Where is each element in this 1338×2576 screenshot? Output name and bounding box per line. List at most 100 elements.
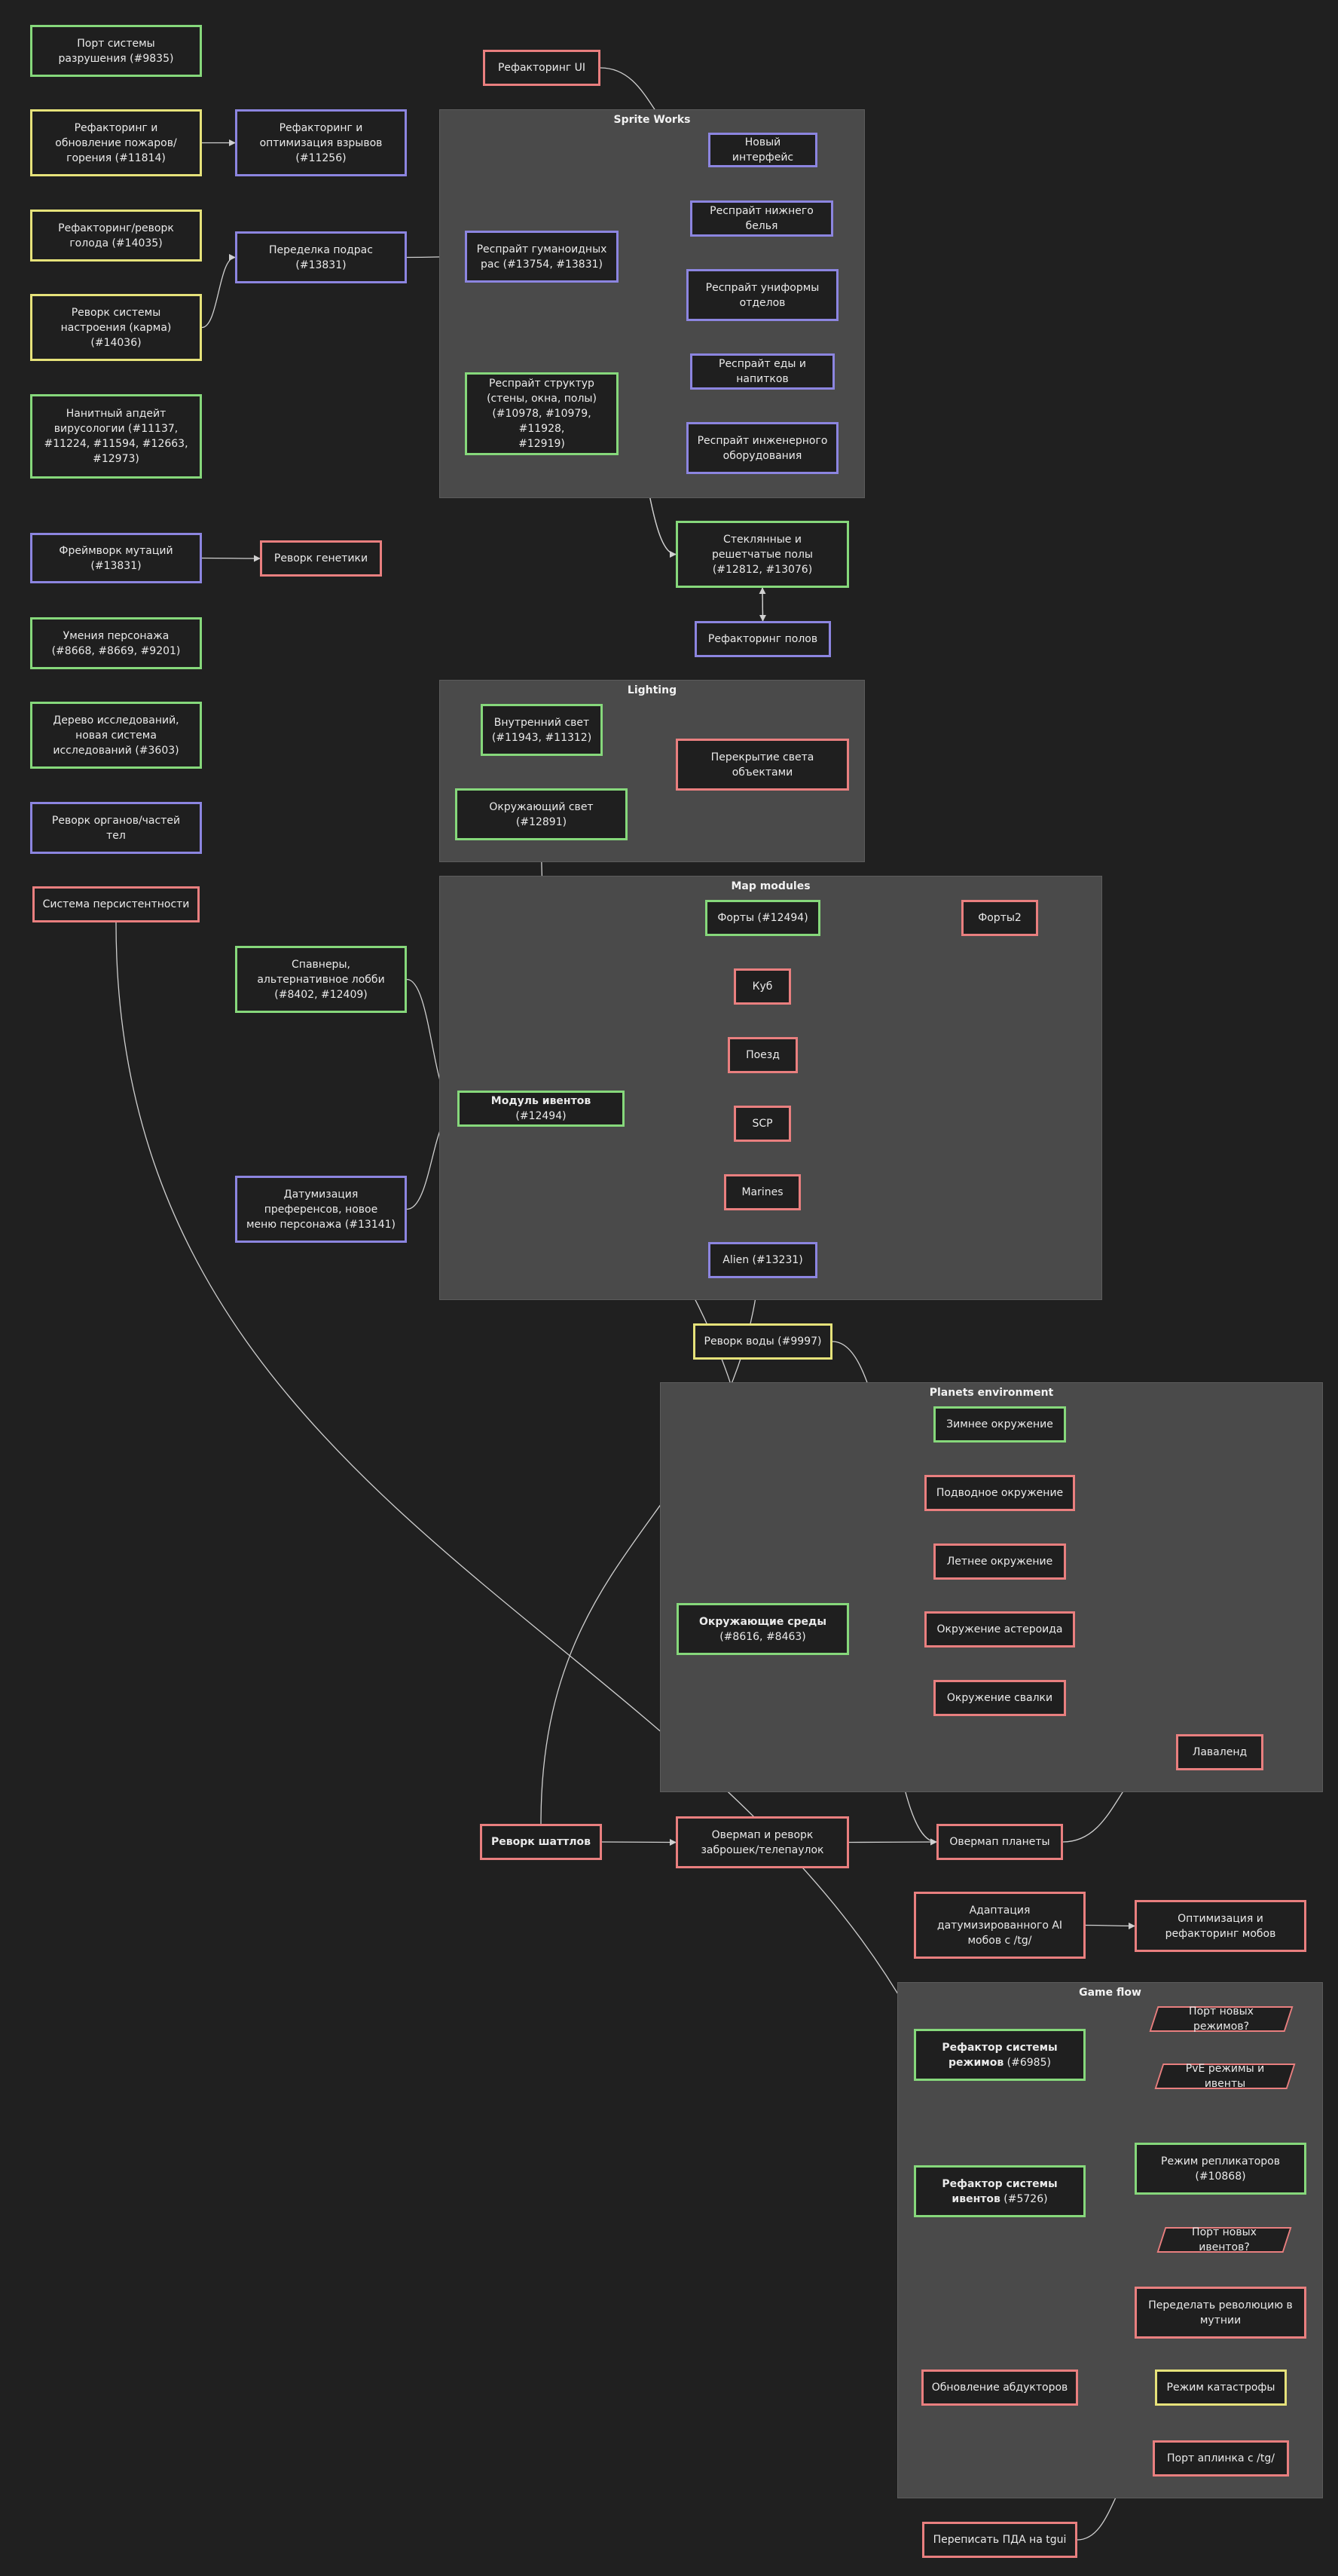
node-label: Окружающий свет (#12891) — [489, 800, 594, 828]
node-revolution-to-mutiny[interactable]: Переделать революцию в мутнии — [1135, 2287, 1306, 2339]
node-label: Спавнеры, альтернативное лобби (#8402, #… — [257, 958, 385, 1001]
node-water-rework[interactable]: Реворк воды (#9997) — [693, 1323, 832, 1360]
node-label: Окружение свалки — [946, 1692, 1053, 1704]
node-mutation-framework[interactable]: Фреймворк мутаций (#13831) — [30, 533, 202, 583]
node-spawners-lobby[interactable]: Спавнеры, альтернативное лобби (#8402, #… — [235, 946, 407, 1013]
node-ui-refactor[interactable]: Рефакторинг UI — [483, 50, 600, 86]
node-label: Перекрытие света объектами — [710, 751, 814, 779]
node-label: Респрайт структур (стены, окна, полы) (#… — [487, 378, 597, 450]
node-label: Рефакторинг/реворк голода (#14035) — [58, 222, 174, 249]
node-abductors-update[interactable]: Обновление абдукторов — [921, 2369, 1078, 2406]
node-label: Рефакторинг UI — [497, 62, 586, 74]
node-label: Рефактор системы режимов (#6985) — [942, 2041, 1058, 2069]
node-new-interface[interactable]: Новый интерфейс — [708, 133, 817, 167]
node-mob-optimization[interactable]: Оптимизация и рефакторинг мобов — [1135, 1900, 1306, 1952]
node-overmap-rework[interactable]: Овермап и реворк заброшек/телепаулок — [676, 1816, 849, 1868]
node-label: Респрайт униформы отделов — [705, 281, 820, 309]
node-label: Рефакторинг и обновление пожаров/ горени… — [55, 121, 177, 164]
node-environments[interactable]: Окружающие среды (#8616, #8463) — [677, 1603, 849, 1655]
node-event-module[interactable]: Модуль ивентов (#12494) — [457, 1091, 625, 1127]
node-persistence-system[interactable]: Система персистентности — [32, 886, 200, 922]
node-replicators-mode[interactable]: Режим репликаторов (#10868) — [1135, 2143, 1306, 2195]
node-asteroid-environment[interactable]: Окружение астероида — [924, 1611, 1075, 1647]
node-underwear-resprite[interactable]: Респрайт нижнего белья — [690, 200, 833, 237]
node-genetics-rework[interactable]: Реворк генетики — [260, 540, 382, 577]
node-organs-rework[interactable]: Реворк органов/частей тел — [30, 802, 202, 854]
node-subrace-rework[interactable]: Переделка подрас (#13831) — [235, 231, 407, 283]
node-uplink-port[interactable]: Порт аплинка с /tg/ — [1153, 2440, 1289, 2477]
node-label: Режим репликаторов (#10868) — [1161, 2155, 1280, 2183]
node-preferences-datumization[interactable]: Датумизация преференсов, новое меню перс… — [235, 1176, 407, 1243]
node-modes-refactor[interactable]: Рефактор системы режимов (#6985) — [914, 2029, 1086, 2081]
node-destruction-port[interactable]: Порт системы разрушения (#9835) — [30, 25, 202, 77]
node-explosion-refactor[interactable]: Рефакторинг и оптимизация взрывов (#1125… — [235, 109, 407, 176]
node-overmap-planet[interactable]: Овермап планеты — [936, 1824, 1063, 1860]
node-label: Форты2 — [978, 912, 1022, 924]
node-catastrophe-mode[interactable]: Режим катастрофы — [1155, 2369, 1287, 2406]
node-uniforms-resprite[interactable]: Респрайт униформы отделов — [686, 269, 839, 321]
node-inner-light[interactable]: Внутренний свет (#11943, #11312) — [481, 704, 603, 756]
node-summer-environment[interactable]: Летнее окружение — [933, 1543, 1066, 1580]
node-humanoid-resprite[interactable]: Респрайт гуманоидных рас (#13754, #13831… — [465, 231, 619, 283]
node-label: Рефактор системы ивентов (#5726) — [942, 2177, 1058, 2205]
node-pve-modes[interactable]: PvE режимы и ивенты — [1159, 2063, 1291, 2090]
node-label: Реворк органов/частей тел — [51, 814, 181, 842]
node-train[interactable]: Поезд — [728, 1037, 798, 1073]
node-character-skills[interactable]: Умения персонажа (#8668, #8669, #9201) — [30, 617, 202, 669]
node-label: Стеклянные и решетчатые полы (#12812, #1… — [712, 533, 813, 576]
node-label: Реворк шаттлов — [491, 1836, 591, 1848]
node-label: Лаваленд — [1192, 1746, 1248, 1758]
node-label: Зимнее окружение — [946, 1418, 1053, 1430]
node-food-resprite[interactable]: Респрайт еды и напитков — [690, 353, 835, 390]
node-fire-refactor[interactable]: Рефакторинг и обновление пожаров/ горени… — [30, 109, 202, 176]
node-shuttles-rework[interactable]: Реворк шаттлов — [480, 1824, 602, 1860]
node-port-new-events[interactable]: Порт новых ивентов? — [1161, 2226, 1288, 2253]
node-label: SCP — [752, 1118, 773, 1130]
node-dump-environment[interactable]: Окружение свалки — [933, 1680, 1066, 1716]
node-marines[interactable]: Marines — [724, 1174, 801, 1210]
edge-n_glass-to-n_floors — [759, 587, 767, 622]
node-alien[interactable]: Alien (#13231) — [708, 1242, 817, 1278]
node-label: Оптимизация и рефакторинг мобов — [1165, 1912, 1276, 1940]
node-label: Респрайт нижнего белья — [710, 205, 814, 232]
node-label: Поезд — [746, 1049, 780, 1061]
node-scp[interactable]: SCP — [734, 1106, 791, 1142]
node-hunger-rework[interactable]: Рефакторинг/реворк голода (#14035) — [30, 210, 202, 262]
node-ambient-light[interactable]: Окружающий свет (#12891) — [455, 788, 628, 840]
node-label: Фреймворк мутаций (#13831) — [59, 544, 173, 572]
node-label: Подводное окружение — [936, 1487, 1064, 1499]
node-label: Порт системы разрушения (#9835) — [58, 37, 174, 65]
node-ai-mobs-adaptation[interactable]: Адаптация датумизированного AI мобов с /… — [914, 1892, 1086, 1959]
node-engineering-resprite[interactable]: Респрайт инженерного оборудования — [686, 422, 839, 474]
node-virology-update[interactable]: Нанитный апдейт вирусологии (#11137, #11… — [30, 394, 202, 479]
node-label: Новый интерфейс — [732, 136, 794, 164]
node-underwater-environment[interactable]: Подводное окружение — [924, 1475, 1075, 1511]
node-lavaland[interactable]: Лаваленд — [1176, 1734, 1263, 1770]
node-label: Окружающие среды (#8616, #8463) — [699, 1615, 826, 1643]
node-pda-rewrite[interactable]: Переписать ПДА на tgui — [922, 2522, 1077, 2558]
node-label: Нанитный апдейт вирусологии (#11137, #11… — [44, 408, 188, 465]
node-label: Окружение астероида — [936, 1623, 1063, 1635]
node-research-tree[interactable]: Дерево исследований, новая система иссле… — [30, 702, 202, 769]
node-label: Порт аплинка с /tg/ — [1167, 2452, 1275, 2464]
node-winter-environment[interactable]: Зимнее окружение — [933, 1406, 1066, 1442]
node-label: Обновление абдукторов — [931, 2382, 1068, 2394]
node-forts[interactable]: Форты (#12494) — [705, 900, 820, 936]
node-label: Рефакторинг и оптимизация взрывов (#1125… — [259, 121, 383, 164]
node-label: PvE режимы и ивенты — [1185, 2063, 1265, 2090]
node-structures-resprite[interactable]: Респрайт структур (стены, окна, полы) (#… — [465, 372, 619, 455]
node-glass-floors[interactable]: Стеклянные и решетчатые полы (#12812, #1… — [676, 521, 849, 588]
node-label: Летнее окружение — [946, 1556, 1053, 1568]
node-label: Реворк генетики — [273, 552, 368, 564]
node-events-refactor[interactable]: Рефактор системы ивентов (#5726) — [914, 2165, 1086, 2217]
node-object-light-occlusion[interactable]: Перекрытие света объектами — [676, 739, 849, 791]
node-label: Умения персонажа (#8668, #8669, #9201) — [51, 629, 181, 657]
node-cube[interactable]: Куб — [734, 968, 791, 1005]
node-floors-refactor[interactable]: Рефакторинг полов — [695, 621, 831, 657]
node-label: Форты (#12494) — [717, 912, 808, 924]
node-port-new-modes[interactable]: Порт новых режимов? — [1153, 2005, 1289, 2033]
node-mood-rework[interactable]: Реворк системы настроения (карма) (#1403… — [30, 294, 202, 361]
node-forts2[interactable]: Форты2 — [961, 900, 1038, 936]
group-title: Sprite Works — [613, 114, 691, 126]
